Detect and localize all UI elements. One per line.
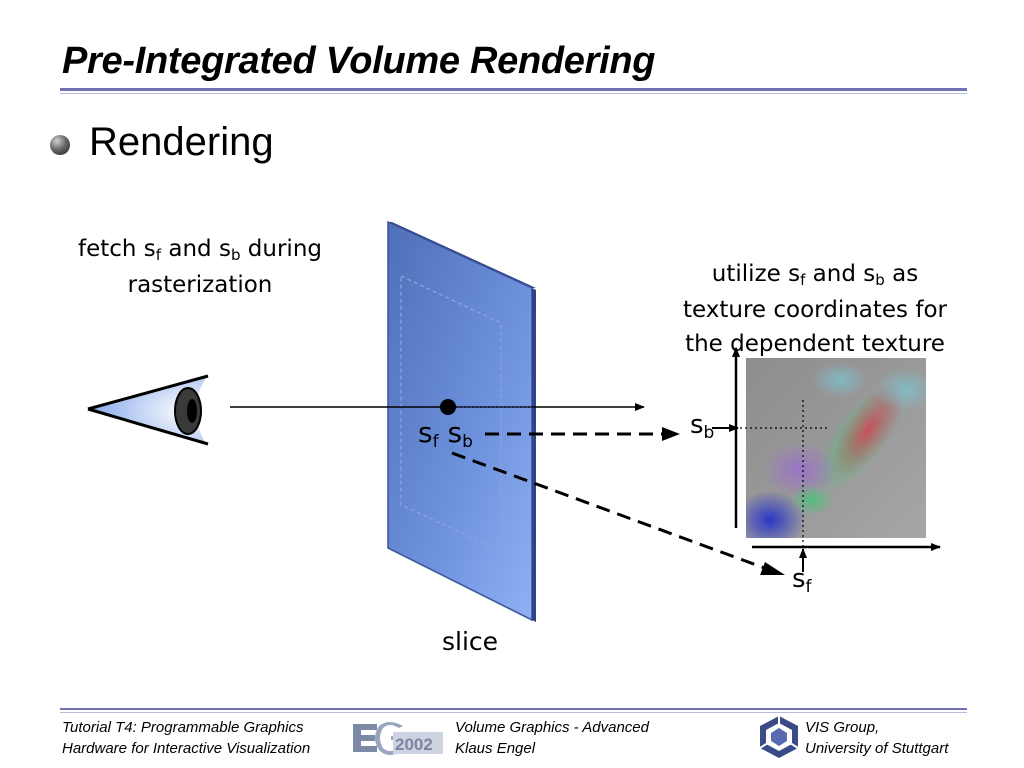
bullet-heading: Rendering	[89, 120, 274, 164]
diagram	[87, 220, 941, 622]
dependent-texture-image	[746, 358, 926, 538]
sf-axis-label: sf	[792, 564, 812, 597]
right-caption: utilize sf and sb as texture coordinates…	[683, 261, 947, 357]
left-caption: fetch sf and sb during rasterization	[77, 236, 322, 298]
sb-arrowhead	[662, 427, 680, 441]
bullet-sphere-icon	[50, 135, 70, 155]
sf-sb-label: sf sb	[418, 416, 473, 452]
sample-point	[440, 399, 456, 415]
sf-dashed-arrow	[451, 451, 771, 572]
title-rule	[60, 88, 967, 91]
eg-logo-year: 2002	[395, 735, 433, 754]
footer-rule-thin	[60, 712, 967, 713]
footer-affiliation: VIS Group, University of Stuttgart	[805, 719, 949, 757]
sf-arrowhead	[760, 562, 785, 575]
footer-tutorial: Tutorial T4: Programmable Graphics Hardw…	[62, 719, 311, 757]
vis-group-logo-icon	[759, 716, 799, 758]
title-rule-thin	[60, 93, 967, 94]
eye-icon	[87, 374, 209, 446]
slide-title: Pre-Integrated Volume Rendering	[62, 40, 656, 82]
sb-axis-label: sb	[690, 410, 715, 443]
slice-plane	[387, 220, 536, 622]
footer-rule	[60, 708, 967, 710]
eurographics-2002-logo: 2002	[349, 718, 445, 758]
slice-label: slice	[441, 627, 499, 656]
footer-course: Volume Graphics - Advanced Klaus Engel	[455, 719, 649, 757]
